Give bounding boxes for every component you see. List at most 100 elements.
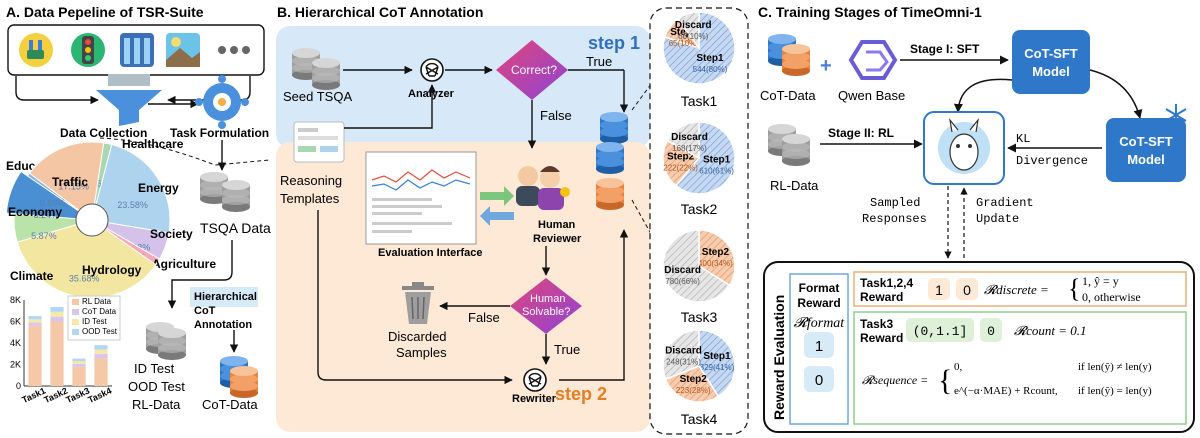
bar-ood-test <box>72 358 86 362</box>
legend-label: ID Test <box>82 317 108 326</box>
task-pie-value: 780(66%) <box>665 277 700 286</box>
bar-ytick: 2K <box>10 360 21 370</box>
task-pie-label: Step1 <box>703 154 731 165</box>
legend-label: RL Data <box>82 297 112 306</box>
task-pie-value: 248(31%) <box>666 357 701 366</box>
pie-label-climate: Climate <box>10 269 54 283</box>
bar-cot-data <box>94 353 108 359</box>
bar-ood-test <box>28 316 42 320</box>
cot-sft-model-ref <box>1106 118 1186 182</box>
label-rewriter: Rewriter <box>512 393 557 405</box>
format-one: 1 <box>815 338 823 355</box>
dashed-zoom-line <box>99 137 271 166</box>
task-pie-title: Task3 <box>681 309 718 325</box>
label-hier-3: Annotation <box>194 319 252 331</box>
label-sampled: Sampled <box>870 196 920 210</box>
legend-swatch <box>72 319 79 325</box>
pie-value-energy: 23.58% <box>117 200 148 210</box>
task-pie-title: Task2 <box>681 201 718 217</box>
legend-label: CoT Data <box>82 307 117 316</box>
legend-swatch <box>72 299 79 305</box>
label-reasoning: Reasoning <box>280 173 342 188</box>
task-pie-value: 610(61%) <box>699 166 734 175</box>
t3-zero-chip <box>980 318 1002 342</box>
label-tsqa-data: TSQA Data <box>200 220 271 236</box>
pie-slice-economy <box>5 170 94 221</box>
bar-ytick: 4K <box>10 338 21 348</box>
task-pie-label: Step1 <box>696 53 724 64</box>
format-one-chip <box>804 332 834 358</box>
bar-rl-data <box>28 325 42 386</box>
pie-label-healthcare: Healthcare <box>122 137 184 151</box>
hier-highlight <box>190 287 258 307</box>
pie-label-agriculture: Agriculture <box>152 257 216 271</box>
label-solvable-1: Human <box>530 293 565 305</box>
task-pie-slice-discard <box>662 229 731 303</box>
tsqa-db-icon <box>200 172 250 212</box>
pie-label-economy: Economy <box>8 205 62 219</box>
split-db-icon <box>146 322 186 360</box>
seq-case1: 0, <box>954 361 963 373</box>
label-data-collection: Data Collection <box>60 126 147 140</box>
climate-icon <box>166 33 200 67</box>
arrow-sft-to-rl <box>953 78 1013 113</box>
task-pie-value: 400(34%) <box>698 259 733 268</box>
bar-cot-data <box>28 322 42 326</box>
label-sft-model-top-2: Model <box>1032 64 1070 79</box>
panel-c-title: C. Training Stages of TimeOmni-1 <box>758 4 982 20</box>
label-kl: KL <box>1016 132 1030 146</box>
bar-rl-data <box>50 321 64 386</box>
funnel-icon <box>96 74 162 126</box>
bar-cot-data <box>72 363 86 367</box>
arrow-to-splits <box>167 240 233 309</box>
task-pie-value: 223(28%) <box>676 386 711 395</box>
bar-ood-test <box>94 345 108 350</box>
pie-label-traffic: Traffic <box>52 175 88 189</box>
templates-icon <box>293 121 345 163</box>
seq-cond1: if len(ŷ) ≠ len(y) <box>1078 361 1152 373</box>
snowflake-icon <box>1165 104 1187 126</box>
arrow-templates-analyzer <box>344 84 437 129</box>
label-true-1: True <box>586 54 612 69</box>
rl-data-db-icon <box>768 124 810 166</box>
task-pie-slice-step2 <box>664 365 720 403</box>
bar-category: Task4 <box>86 385 113 405</box>
cot-sft-model-top <box>1012 30 1090 94</box>
task-pie-label: Step2 <box>667 152 695 163</box>
traffic-light-icon <box>71 33 105 67</box>
task-pie-title: Task1 <box>681 93 718 109</box>
arrow-sft-to-ref <box>1089 69 1143 119</box>
label-format: Format <box>799 281 840 295</box>
label-cot-data-c: CoT-Data <box>760 88 816 103</box>
label-responses: Responses <box>862 212 927 226</box>
label-cot-data: CoT-Data <box>202 397 258 412</box>
task-pie-value: 329(41%) <box>700 363 735 372</box>
label-update: Update <box>976 212 1019 226</box>
task-pie-label: Discard <box>671 132 708 143</box>
brace-1: { <box>1068 274 1080 303</box>
dam-icon <box>120 33 154 67</box>
brace-2: { <box>938 364 952 397</box>
label-step2: step 2 <box>555 384 607 404</box>
label-task3-reward: Reward <box>860 331 903 345</box>
bar-ytick: 0 <box>16 381 21 391</box>
task-pies-box <box>649 7 749 435</box>
panel-b: B. Hierarchical CoT Annotation step 1 st… <box>276 4 661 432</box>
label-sft-model-ref-1: CoT-SFT <box>1119 134 1172 149</box>
label-evaluation-interface: Evaluation Interface <box>378 247 483 259</box>
task-pie-slice-discard <box>666 121 700 160</box>
label-false-1: False <box>540 108 572 123</box>
label-solvable-2: Solvable? <box>522 306 570 318</box>
t3-range: (0,1.1] <box>913 324 968 339</box>
llama-icon <box>938 117 990 174</box>
label-false-2: False <box>468 310 500 325</box>
analyzer-icon <box>420 58 444 82</box>
discrete-lhs: 𝓡discrete = <box>984 282 1049 297</box>
t124-zero-chip <box>956 278 978 300</box>
step1-region <box>276 26 650 148</box>
label-id-test: ID Test <box>134 361 175 376</box>
task-pie-label: Discard <box>664 265 701 276</box>
task124-box <box>853 271 1187 307</box>
task-pie-label: Discard <box>675 20 712 31</box>
